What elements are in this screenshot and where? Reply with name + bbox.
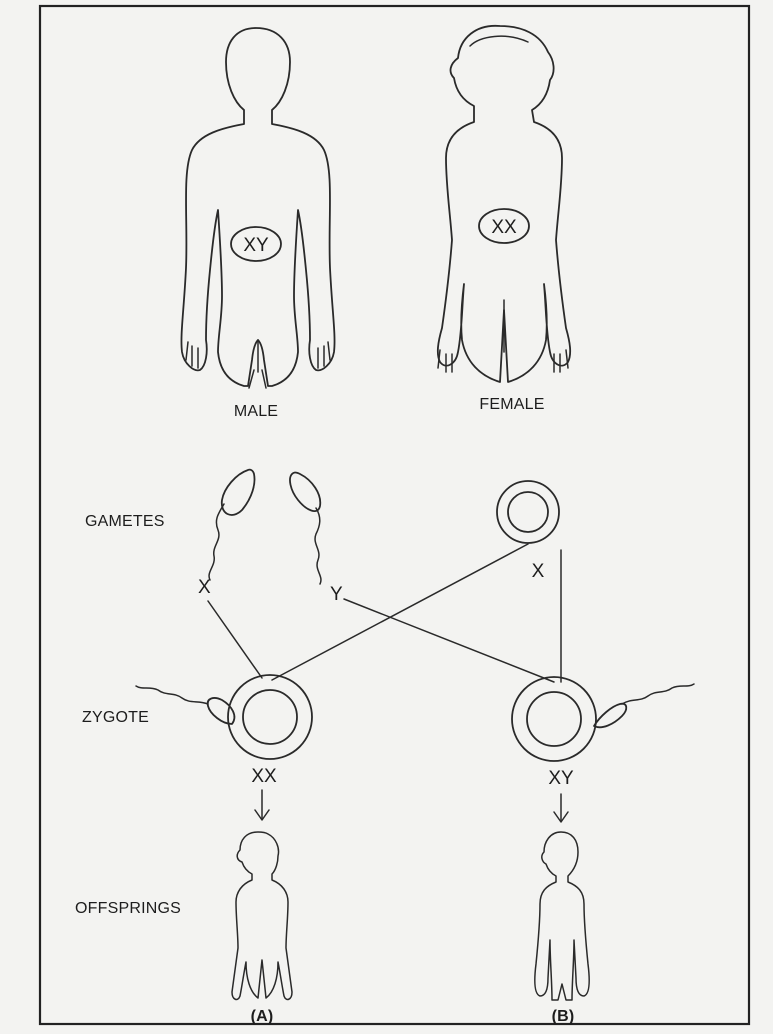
zygote-left-chromosomes: XX — [251, 766, 277, 787]
offspring-a-tag: (A) — [251, 1008, 274, 1025]
arrow-right — [554, 794, 568, 822]
zygote-right — [512, 677, 694, 761]
male-figure — [181, 28, 334, 388]
egg-label: X — [532, 561, 545, 582]
sperm-x-label: X — [198, 577, 211, 598]
arrow-left — [255, 790, 269, 820]
sperm-y-label: Y — [330, 584, 343, 605]
fertilization-lines — [208, 544, 561, 682]
zygote-right-chromosomes: XY — [548, 768, 574, 789]
sperm-y — [290, 473, 321, 585]
male-label: MALE — [234, 403, 278, 420]
sperm-x — [209, 470, 254, 580]
male-chromosome-label: XY — [243, 235, 269, 256]
female-figure — [438, 26, 570, 382]
offspring-b-tag: (B) — [552, 1008, 575, 1025]
offspring-a-figure — [232, 832, 292, 999]
offspring-b-figure — [535, 832, 589, 1000]
zygote-label: ZYGOTE — [82, 709, 149, 726]
offsprings-label: OFFSPRINGS — [75, 900, 181, 917]
zygote-left — [136, 675, 312, 759]
egg — [497, 481, 559, 543]
female-chromosome-label: XX — [491, 217, 517, 238]
female-label: FEMALE — [479, 396, 544, 413]
gametes-label: GAMETES — [85, 513, 165, 530]
